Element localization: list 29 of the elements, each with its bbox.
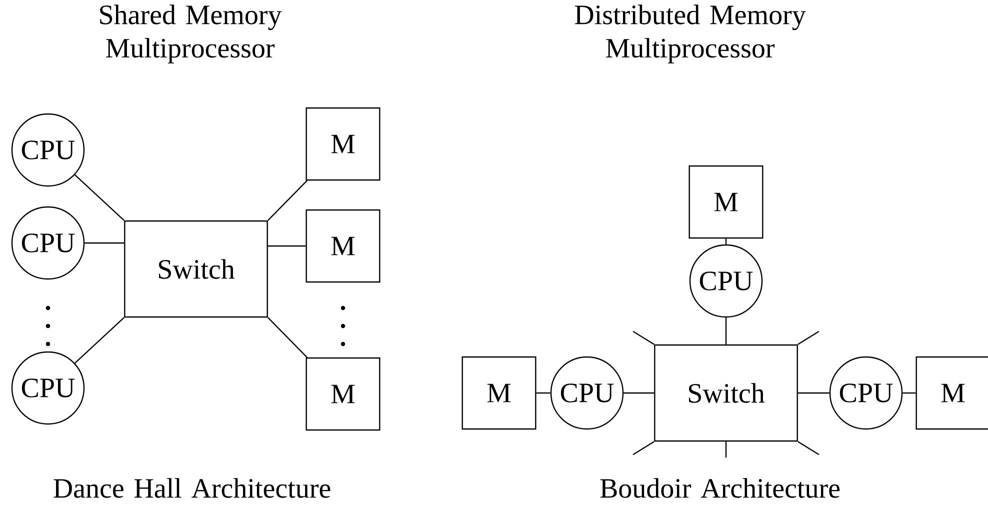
port-stub: [632, 330, 654, 345]
memory-box: M: [462, 356, 536, 430]
heading: Distributed Memory Multiprocessor: [574, 4, 806, 64]
memory-box: M: [306, 107, 380, 181]
memory-box: M: [916, 356, 988, 430]
connection-line: [84, 242, 124, 244]
memory-box: M: [306, 209, 380, 283]
memory-box: M: [306, 357, 380, 431]
connection-line: [725, 318, 727, 344]
connection-line: [74, 317, 124, 364]
heading: Boudoir Architecture: [600, 478, 840, 498]
connection-line: [74, 174, 124, 221]
switch-box: Switch: [654, 344, 798, 442]
connection-line: [536, 392, 550, 394]
connection-line: [902, 392, 916, 394]
connection-line: [725, 238, 727, 244]
connection-line: [268, 245, 306, 247]
switch-box: Switch: [124, 220, 268, 318]
port-stub: [798, 441, 820, 456]
heading: Dance Hall Architecture: [54, 478, 330, 498]
connection-line: [268, 317, 308, 358]
memory-box: M: [688, 165, 764, 239]
port-stub: [632, 441, 654, 456]
connection-line: [268, 180, 308, 221]
port-stub: [725, 442, 727, 458]
connection-line: [624, 392, 654, 394]
heading: Shared Memory Multiprocessor: [100, 4, 282, 64]
connection-line: [798, 392, 830, 394]
port-stub: [798, 330, 820, 345]
